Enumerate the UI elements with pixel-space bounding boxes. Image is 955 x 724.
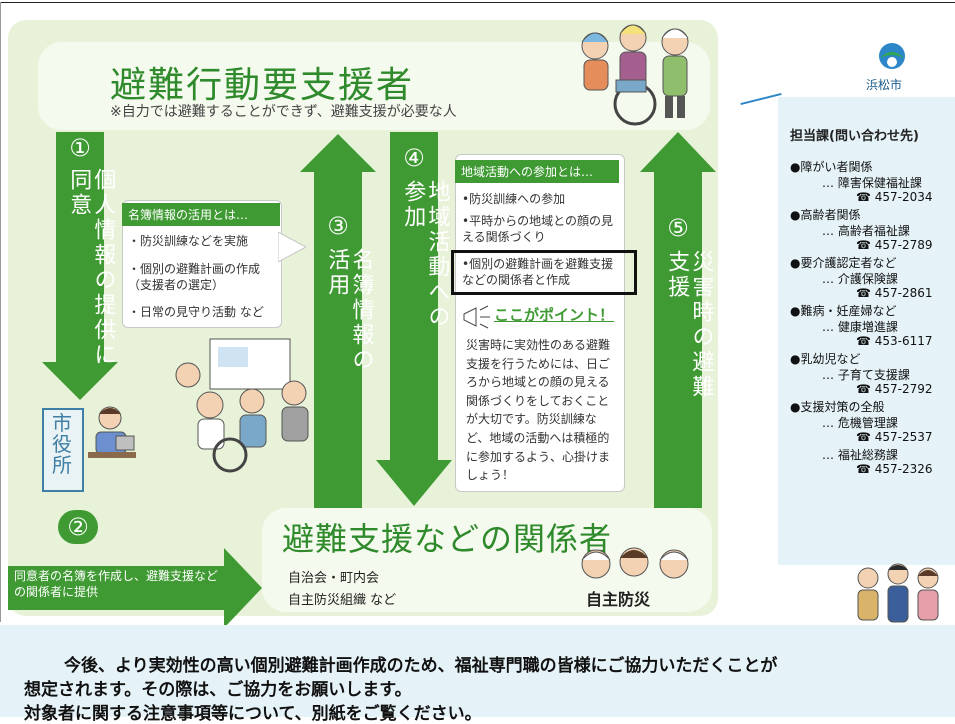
contact-sidebar: [778, 97, 955, 565]
notice-line-1: 今後、より実効性の高い個別避難計画作成のため、福祉専門職の皆様にご協力いただくこ…: [64, 656, 778, 676]
step-4-label: 地域活動への参加: [400, 180, 450, 330]
clerk-illustration: [88, 406, 136, 458]
point-text: 災害時に実効性のある避難支援を行うためには、日ごろから地域との顔の見える関係づく…: [466, 338, 611, 483]
point-title: ここがポイント！: [494, 306, 615, 324]
step-5-label: 災害時の避難支援: [664, 250, 714, 400]
step-2-number: ②: [58, 510, 98, 544]
contact-tel: ☎ 453-6117: [856, 334, 933, 348]
contact-title: 担当課(問い合わせ先): [790, 129, 919, 144]
step-1-label: 個人情報の提供に同意: [66, 168, 116, 368]
contact-dept: … 障害保健福祉課: [822, 176, 922, 190]
disaster-team-badge: 自主防災: [586, 590, 651, 609]
city-logo-icon: [879, 43, 905, 69]
left-border: [0, 2, 1, 622]
contact-category: ●高齢者関係: [790, 208, 861, 222]
supporter-item-1: 自治会・町内会: [288, 571, 380, 586]
roster-box-pointer: [278, 232, 306, 262]
arrow-4-head: [376, 460, 452, 506]
step-4-number: ④: [403, 144, 425, 172]
connector-line: [740, 92, 782, 106]
roster-bullet-2: ・個別の避難計画の作成（支援者の選定）: [128, 262, 261, 292]
contact-category: ●支援対策の全般: [790, 400, 885, 414]
meeting-illustration: [175, 338, 309, 473]
notice-line-2: 想定されます。その際は、ご協力をお願いします。: [24, 680, 412, 700]
arrow-3-shaft: [314, 170, 362, 508]
supporter-item-2: 自主防災組織 など: [288, 593, 397, 608]
page-title: 避難行動要支援者: [110, 65, 415, 106]
contact-dept: … 健康増進課: [822, 320, 898, 334]
contact-tel: ☎ 457-2034: [856, 190, 933, 204]
step-3-label: 名簿情報の活用: [324, 248, 374, 373]
contact-dept: … 子育て支援課: [822, 368, 910, 382]
contact-category: ●乳幼児など: [790, 352, 861, 366]
arrow-5-shaft: [654, 170, 702, 508]
contact-dept: … 福祉総務課: [822, 448, 898, 462]
city-hall-sign: [42, 408, 84, 492]
arrow-4-shaft: [390, 132, 438, 462]
arrow-1-head: [42, 362, 118, 400]
city-hall-label: 市役所: [52, 411, 72, 477]
roster-usage-header: 名簿情報の活用とは…: [122, 203, 280, 226]
contact-tel: ☎ 457-2792: [856, 382, 933, 396]
roster-bullet-3: ・日常の見守り活動 など: [128, 305, 264, 319]
roster-bullet-1: ・防災訓練などを実施: [128, 234, 249, 248]
megaphone-icon: [463, 305, 490, 329]
community-bullet-3: •個別の避難計画を避難支援などの関係者と作成: [462, 257, 614, 287]
family-illustration: [857, 563, 939, 623]
contact-category: ●障がい者関係: [790, 160, 873, 174]
page-subtitle: ※自力では避難することができず、避難支援が必要な人: [110, 104, 457, 120]
contact-tel: ☎ 457-2789: [856, 238, 933, 252]
top-border: [0, 2, 955, 3]
disaster-team-illustration: [581, 547, 689, 579]
arrow-2-head: [224, 548, 262, 628]
community-bullet-1: •防災訓練への参加: [462, 192, 566, 206]
step-5-number: ⑤: [667, 214, 689, 242]
notice-line-3: 対象者に関する注意事項等について、別紙をご覧ください。: [24, 704, 482, 724]
people-illustration: [581, 24, 689, 126]
notice-band: [0, 625, 955, 717]
contact-dept: … 高齢者福祉課: [822, 224, 910, 238]
contact-category: ●要介護認定者など: [790, 256, 897, 270]
arrow-2-shaft: [8, 566, 226, 610]
highlight-box: [451, 250, 637, 295]
contact-tel: ☎ 457-2861: [856, 286, 933, 300]
supporters-title: 避難支援などの関係者: [282, 520, 613, 558]
arrow-1-shaft: [56, 132, 104, 364]
contact-dept: … 介護保険課: [822, 272, 898, 286]
contact-category: ●難病・妊産婦など: [790, 304, 897, 318]
community-activity-box: [455, 154, 625, 492]
arrow-5-head: [640, 132, 716, 172]
community-bullet-2: •平時からの地域との顔の見える関係づくり: [462, 214, 613, 244]
step-2-label: 同意者の名簿を作成し、避難支援などの関係者に提供: [14, 569, 219, 600]
community-activity-header: 地域活動への参加とは…: [455, 160, 619, 183]
step-1-number: ①: [69, 134, 91, 162]
contact-tel: ☎ 457-2537: [856, 430, 933, 444]
contact-dept: … 危機管理課: [822, 416, 898, 430]
arrow-3-head: [300, 134, 376, 172]
step-3-number: ③: [327, 212, 349, 240]
logo-text: 浜松市: [866, 78, 903, 92]
contact-tel: ☎ 457-2326: [856, 462, 933, 476]
